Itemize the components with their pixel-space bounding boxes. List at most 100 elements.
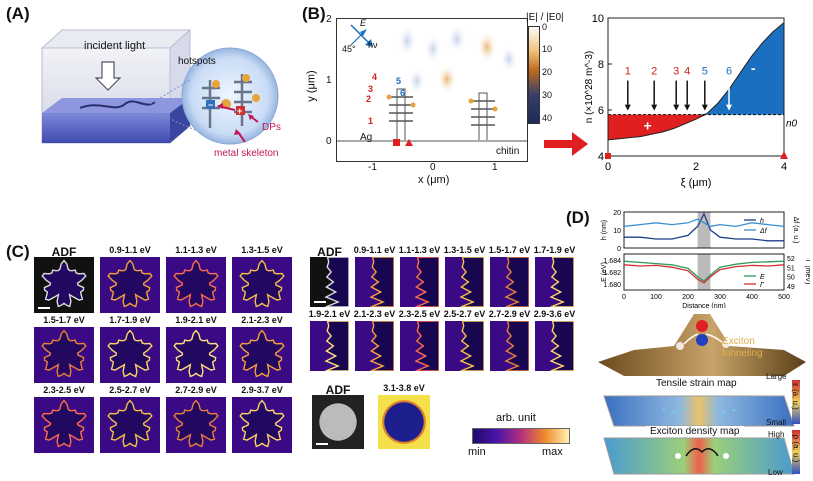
tile-title: 3.1-3.8 eV <box>383 383 425 393</box>
pl-ylabel-right: Γ (meV) <box>804 260 810 285</box>
field-colorbar <box>528 26 540 124</box>
adf-image-tile <box>312 395 364 449</box>
pl-ytick-right-label: 50 <box>787 275 795 282</box>
eels-map-tile <box>445 321 484 371</box>
density-xtick-label: 4 <box>781 161 787 173</box>
dendrite-outline <box>459 321 484 371</box>
dendrite-outline <box>459 257 484 307</box>
afm-ytick-label: 20 <box>613 210 621 217</box>
tile-title: 2.9-3.7 eV <box>241 385 283 395</box>
density-ytick-label: 10 <box>592 13 604 25</box>
strain-scale <box>792 380 800 424</box>
ag-dendrite <box>79 100 156 109</box>
afm-top-frame <box>623 211 785 249</box>
particle-outline <box>239 259 285 308</box>
pl-xtick-label: 300 <box>714 294 726 301</box>
dendrite-outline <box>414 321 439 371</box>
map-marker-4: 4 <box>372 72 378 82</box>
tile-title: 1.5-1.7 eV <box>43 315 85 325</box>
afm-ytick-label: 0 <box>617 246 621 253</box>
density-marker-head <box>651 104 658 111</box>
pl-ytick-label: 1.682 <box>603 270 621 277</box>
density-xtick-label: 2 <box>693 161 699 173</box>
tile-title: 0.9-1.1 eV <box>109 245 151 255</box>
scale-bar <box>314 301 326 303</box>
map-ytick-1: 1 <box>326 75 332 86</box>
density-ytick-label: 6 <box>598 105 604 117</box>
pl-ytick-label: 1.684 <box>603 258 621 265</box>
particle-outline <box>239 399 285 448</box>
density-ytick-label: 8 <box>598 59 604 71</box>
density-area-below <box>608 114 784 140</box>
pl-xlabel: Distance (nm) <box>682 303 726 308</box>
tile-title: 1.9-2.1 eV <box>175 315 217 325</box>
colorbar-min: min <box>468 446 486 458</box>
particle-outline <box>173 399 219 448</box>
ag-label: Ag <box>360 132 373 143</box>
density-marker-label: 1 <box>625 66 631 78</box>
map-marker-6: 6 <box>400 88 406 98</box>
particle-outline <box>107 329 153 378</box>
tile-title: 2.3-2.5 eV <box>398 309 441 319</box>
adf-image-tile <box>310 257 349 307</box>
incident-light-arrow <box>94 61 122 91</box>
density-ylabel: n (×10^28 m^-3) <box>584 51 595 123</box>
density-map-label: Exciton density map <box>646 426 744 437</box>
density-plot-frame <box>607 17 785 157</box>
particle-outline <box>173 259 219 308</box>
pl-xtick-label: 0 <box>622 294 626 301</box>
tile-title: ADF <box>325 383 351 397</box>
afm-ylabel-right: Δf (a. u.) <box>792 217 799 244</box>
particle-outline <box>107 399 153 448</box>
density-axis-label: ρ (a. u.) <box>791 434 801 463</box>
eels-map-tile <box>34 397 94 453</box>
eels-map-tile <box>400 321 439 371</box>
afm-legend-label: Δf <box>759 228 768 235</box>
cbar-tick-40: 40 <box>542 113 553 123</box>
tile-title: 2.5-2.7 eV <box>443 309 486 319</box>
field-map <box>336 18 528 162</box>
pl-legend-label: Γ <box>760 282 765 289</box>
hv-label: hν <box>368 40 378 50</box>
eels-map-tile <box>355 321 394 371</box>
tile-title: 2.1-2.3 eV <box>353 309 396 319</box>
panel-b-label: (B) <box>302 4 326 23</box>
pl-xtick-label: 100 <box>650 294 662 301</box>
incident-light-label: incident light <box>84 40 146 52</box>
map-xlabel: x (μm) <box>418 174 450 186</box>
eels-map-tile <box>490 257 529 307</box>
tile-title: 2.1-2.3 eV <box>241 315 283 325</box>
dendrite-outline <box>369 321 394 371</box>
density-area-above <box>608 22 784 115</box>
panel-d-label: (D) <box>566 208 590 227</box>
dendrite-outline <box>504 321 529 371</box>
highlight-band-bottom <box>697 254 711 290</box>
n0-label: n0 <box>786 119 798 130</box>
density-ytick-label: 4 <box>598 151 604 163</box>
tile-title: ADF <box>317 245 342 259</box>
tile-title: ADF <box>51 245 77 259</box>
eels-map-tile <box>535 257 574 307</box>
map-xtick-m1: -1 <box>368 162 377 173</box>
hotspots-label: hotspots <box>178 56 216 67</box>
particle-outline <box>41 259 87 308</box>
density-marker-head <box>673 104 680 111</box>
pl-ytick-right-label: 51 <box>787 265 795 272</box>
pl-xtick-label: 400 <box>746 294 758 301</box>
dendrite-outline <box>549 257 574 307</box>
particle-outline <box>41 399 87 448</box>
density-marker-label: 6 <box>726 66 732 78</box>
pl-series-gamma <box>623 264 785 284</box>
eels-map-tile <box>166 327 226 383</box>
tensile-strain-layer <box>603 395 795 427</box>
tile-title: 2.7-2.9 eV <box>488 309 531 319</box>
exciton-density-layer <box>603 437 795 475</box>
colorbar-unit: arb. unit <box>496 412 536 424</box>
chitin-label: chitin <box>496 146 520 157</box>
map-xtick-1: 1 <box>492 162 498 173</box>
density-marker-label: 4 <box>684 66 690 78</box>
pl-series-e <box>623 260 785 282</box>
eels-map-tile <box>166 257 226 313</box>
adf-image-tile <box>34 257 94 313</box>
